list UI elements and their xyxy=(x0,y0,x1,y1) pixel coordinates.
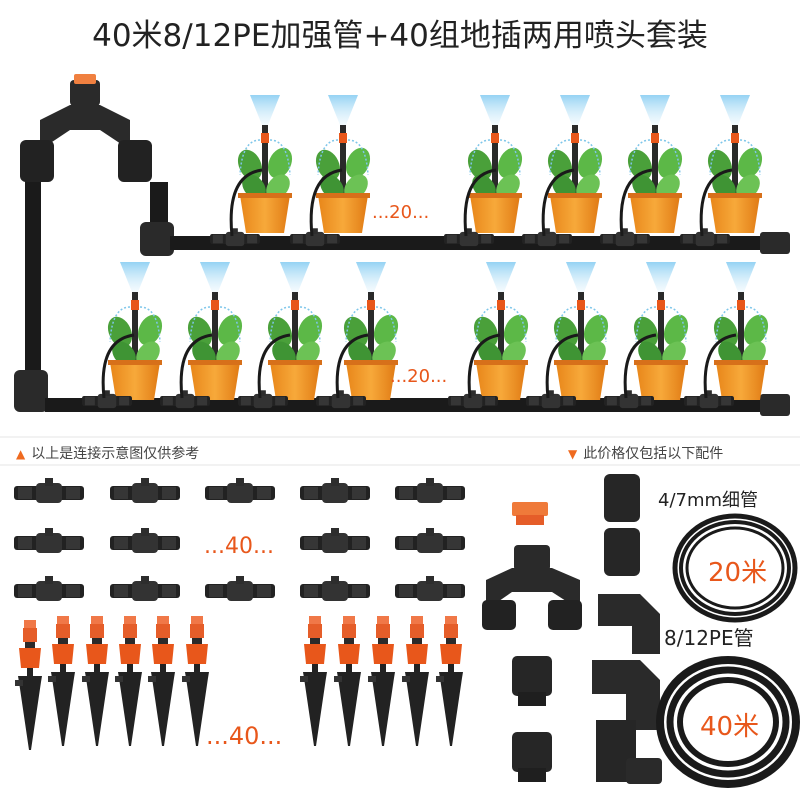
triangle-up-icon: ▲ xyxy=(16,447,26,461)
orange-cap-icon xyxy=(512,502,548,525)
stakes-ellipsis: ...40... xyxy=(206,722,283,750)
pe-tube-coil-icon xyxy=(656,656,800,788)
note-right: ▼ 此价格仅包括以下配件 xyxy=(568,443,723,463)
valve-top-icon xyxy=(20,74,152,182)
elbows-icon xyxy=(592,594,662,784)
thin-tube-coil-icon xyxy=(672,513,798,623)
couplings-icon xyxy=(604,474,640,576)
thin-tube-label: 4/7mm细管 xyxy=(658,490,759,511)
page-title: 40米8/12PE加强管+40组地插两用喷头套装 xyxy=(92,18,708,54)
note-left: ▲ 以上是连接示意图仅供参考 xyxy=(16,443,199,463)
row1-ellipsis: ...20... xyxy=(372,202,430,223)
row2-ellipsis: ...20... xyxy=(390,366,448,387)
triangle-down-icon: ▼ xyxy=(568,447,578,461)
connectors-ellipsis: ...40... xyxy=(204,534,274,559)
note-left-text: 以上是连接示意图仅供参考 xyxy=(31,446,200,462)
y-valve-icon xyxy=(482,545,582,630)
note-right-text: 此价格仅包括以下配件 xyxy=(583,446,724,462)
pe-tube-length: 40米 xyxy=(700,712,760,742)
pe-tube-label: 8/12PE管 xyxy=(664,626,754,650)
thin-tube-length: 20米 xyxy=(708,558,768,588)
end-plugs-icon xyxy=(512,656,552,782)
